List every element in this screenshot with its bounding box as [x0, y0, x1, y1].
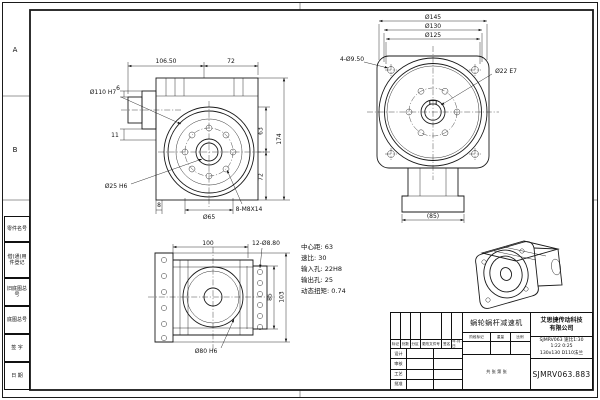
- dim-d65: Ø65: [203, 214, 216, 221]
- margin-box-part-no: 零件名号: [4, 216, 30, 242]
- dim-174: 174: [276, 133, 283, 145]
- rev-hdr-sign: 签名: [442, 340, 453, 348]
- rev-hdr-zone: 分区: [411, 340, 421, 348]
- label-8-m8x14: 8-M8X14: [236, 206, 263, 213]
- dim-100: 100: [202, 240, 214, 247]
- margin-box-borrowed: 借(通)用件登记: [4, 242, 30, 278]
- spec-line-3: 130x130 D110法兰: [539, 350, 584, 356]
- margin-box-old-master-no: 旧底图总号: [4, 278, 30, 306]
- title-block-center: 蜗轮蜗杆减速机 阶段标记 重量 比例 共 张 第 张: [463, 313, 531, 389]
- margin-box-date: 日 期: [4, 362, 30, 390]
- company-line-1: 艾思捷传动科技: [540, 317, 583, 324]
- label-d22-e7: Ø22 E7: [495, 68, 517, 75]
- label-12-d880: 12-Ø8.80: [252, 240, 280, 247]
- title-block: 标记 处数 分区 更改文件号 签名 年.月.日 设计 审核 工艺 批准 蜗轮蜗杆…: [390, 312, 593, 390]
- sig-row-check: 审核: [391, 359, 462, 370]
- title-block-revision-area: 标记 处数 分区 更改文件号 签名 年.月.日 设计 审核 工艺 批准: [391, 313, 463, 389]
- sig-row-approve: 批准: [391, 379, 462, 389]
- front-view: Ø145 Ø130 Ø125 4-Ø9.50 Ø22 E7 (85): [340, 14, 517, 223]
- mounting-holes-12: [161, 257, 263, 341]
- margin-box-master-no: 底图总号: [4, 306, 30, 334]
- role-design: 设计: [391, 349, 407, 359]
- title-block-right: 艾思捷传动科技 有限公司 SJMRV063 速比1:30 1:22 0:25 1…: [531, 313, 592, 389]
- company-line-2: 有限公司: [549, 324, 574, 332]
- note-input-bore: 输入孔: 22H8: [301, 265, 343, 273]
- spec-line-2: 1:22 0:25: [550, 344, 573, 350]
- label-d110-h7: Ø110 H7: [90, 89, 117, 96]
- dim-85-ref: (85): [427, 213, 439, 220]
- part-name: 蜗轮蜗杆减速机: [463, 313, 530, 333]
- dim-72-top: 72: [227, 58, 235, 65]
- role-approve: 批准: [391, 379, 407, 389]
- label-d80-h6: Ø80 H6: [195, 348, 218, 355]
- dim-d130: Ø130: [425, 23, 441, 30]
- stage-hdr-weight: 重量: [491, 333, 511, 341]
- dim-72-right: 72: [258, 173, 265, 181]
- stage-value-row: [463, 342, 530, 355]
- drawing-number: SJMRV063.883: [532, 369, 591, 379]
- stage-hdr-scale: 比例: [516, 334, 524, 339]
- dim-d145: Ø145: [425, 14, 441, 21]
- dim-106-50: 106.50: [156, 58, 177, 65]
- stage-hdr-mark: 阶段标记: [463, 333, 491, 341]
- bottom-view: 100 12-Ø8.80 85 103 Ø80 H6: [148, 240, 290, 355]
- label-4-d950: 4-Ø9.50: [340, 56, 364, 63]
- dim-d125: Ø125: [425, 32, 441, 39]
- note-ratio: 速比: 30: [301, 254, 327, 262]
- role-process: 工艺: [391, 369, 407, 379]
- zone-label-a: A: [13, 46, 18, 54]
- revision-header-row: 标记 处数 分区 更改文件号 签名 年.月.日: [391, 340, 462, 349]
- spec-line-1: SJMRV063 速比1:30: [539, 337, 584, 343]
- rev-hdr-date: 年.月.日: [452, 340, 462, 348]
- sig-row-design: 设计: [391, 349, 462, 360]
- company-name: 艾思捷传动科技 有限公司: [531, 313, 592, 337]
- revision-empty-row: [391, 313, 462, 340]
- dim-85: 85: [267, 293, 274, 301]
- dim-6: 6: [116, 85, 120, 92]
- dim-11: 11: [111, 132, 119, 139]
- note-torque: 动态扭矩: 0.74: [301, 287, 346, 295]
- note-output-bore: 输出孔: 25: [301, 276, 334, 284]
- note-center-distance: 中心距: 63: [301, 243, 334, 251]
- isometric-view: [475, 240, 563, 309]
- margin-box-signature: 签 字: [4, 334, 30, 362]
- rev-hdr-doc-no: 更改文件号: [421, 340, 443, 348]
- zone-label-b: B: [13, 146, 18, 154]
- technical-notes: 中心距: 63 速比: 30 输入孔: 22H8 输出孔: 25 动态扭矩: 0…: [301, 242, 387, 297]
- rev-hdr-count: 处数: [401, 340, 411, 348]
- dim-8: 8: [157, 202, 161, 209]
- label-d25-h6: Ø25 H6: [105, 183, 128, 190]
- sheet-count: 共 张 第 张: [486, 369, 507, 374]
- role-check: 审核: [391, 359, 407, 369]
- rev-hdr-mark: 标记: [391, 340, 401, 348]
- model-spec: SJMRV063 速比1:30 1:22 0:25 130x130 D110法兰: [531, 337, 592, 359]
- stage-header-row: 阶段标记 重量 比例: [463, 333, 530, 342]
- side-view: 106.50 72 6 11 Ø110 H7 Ø25 H6 8 Ø65 8-M8…: [90, 58, 290, 221]
- sig-row-process: 工艺: [391, 369, 462, 380]
- dim-103: 103: [279, 291, 286, 303]
- dim-63: 63: [258, 127, 265, 135]
